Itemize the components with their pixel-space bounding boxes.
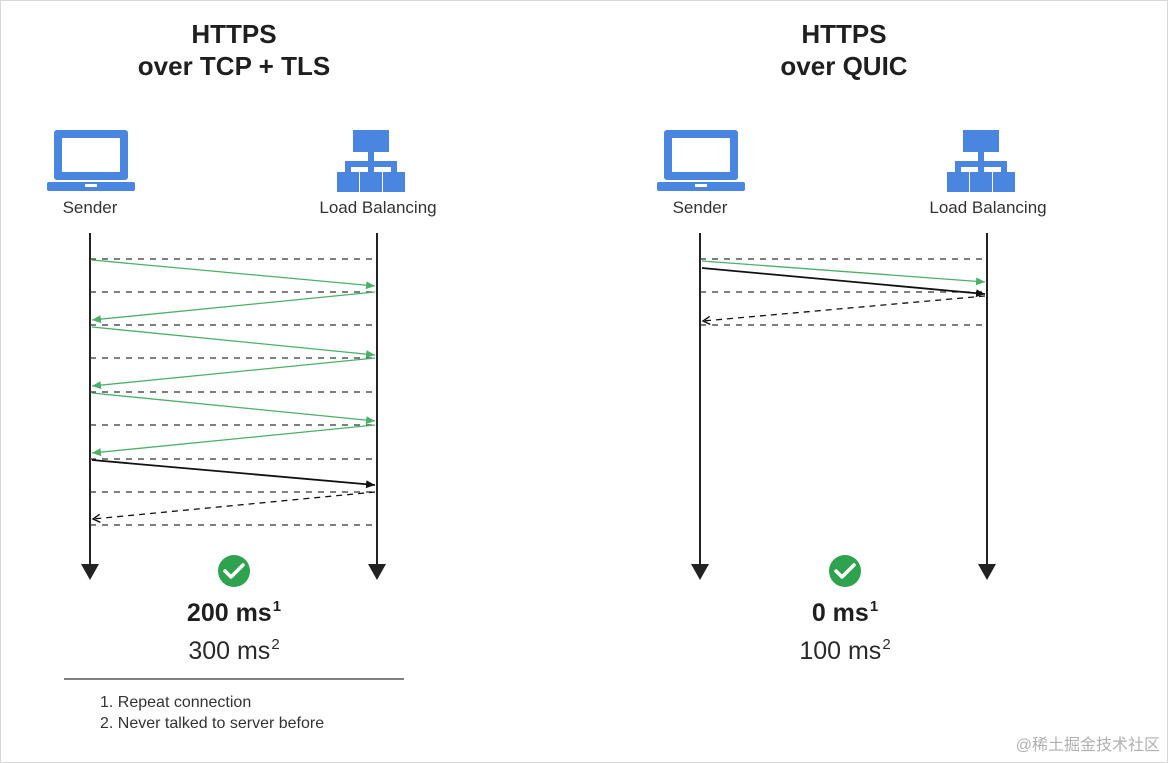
left-dashed-timeline	[90, 258, 377, 526]
right-server-network-hierarchy-icon	[947, 130, 1015, 192]
right-time-sub: 100 ms2	[745, 636, 945, 666]
left-server-network-hierarchy-icon	[337, 130, 405, 192]
right-lifelines	[691, 233, 996, 580]
right-title-line1: HTTPS	[801, 19, 887, 49]
right-check-circle-icon	[829, 555, 861, 587]
right-time-sub-note: 2	[882, 636, 891, 653]
right-time-main-value: 0 ms	[811, 599, 869, 627]
left-time-main: 200 ms1	[134, 598, 334, 628]
left-title-line2: over TCP + TLS	[137, 51, 331, 81]
left-lifelines	[81, 233, 386, 580]
right-time-main: 0 ms1	[745, 598, 945, 628]
left-tcp-tls-handshake-arrows	[91, 259, 376, 457]
watermark: @稀土掘金技术社区	[1015, 737, 1160, 754]
left-title-line1: HTTPS	[191, 19, 277, 49]
right-server-label: Load Balancing	[929, 198, 1047, 217]
left-time-sub-note: 2	[271, 636, 280, 653]
left-sender-label: Sender	[62, 198, 118, 217]
left-time-sub-value: 300 ms	[188, 637, 271, 665]
right-time-sub-value: 100 ms	[799, 637, 882, 665]
left-check-circle-icon	[218, 555, 250, 587]
right-quic-arrows	[701, 260, 986, 326]
left-time-sub: 300 ms2	[134, 636, 334, 666]
right-title: HTTPS over QUIC	[694, 18, 994, 82]
right-sender-laptop-icon	[657, 130, 745, 191]
right-dashed-timeline	[700, 258, 987, 326]
left-title: HTTPS over TCP + TLS	[84, 18, 384, 82]
footnote-1: 1. Repeat connection	[100, 694, 252, 711]
left-time-main-value: 200 ms	[186, 599, 272, 627]
footnote-2: 2. Never talked to server before	[100, 715, 325, 732]
left-data-arrows	[91, 459, 376, 523]
right-title-line2: over QUIC	[780, 51, 908, 81]
right-sender-label: Sender	[672, 198, 728, 217]
left-sender-laptop-icon	[47, 130, 135, 191]
right-time-main-note: 1	[869, 598, 879, 615]
left-time-main-note: 1	[272, 598, 282, 615]
left-server-label: Load Balancing	[319, 198, 437, 217]
